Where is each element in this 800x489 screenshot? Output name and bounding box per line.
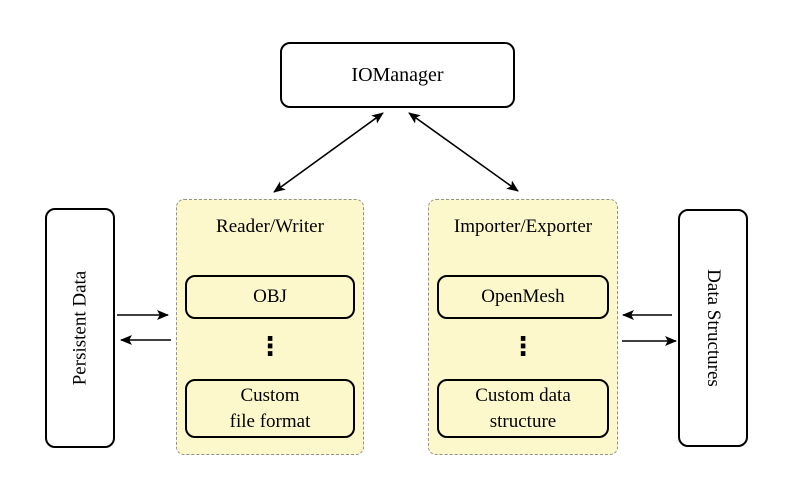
node-openmesh: OpenMesh xyxy=(437,275,609,319)
group-reader-writer: Reader/Writer OBJ ⋮ Custom file format xyxy=(176,199,364,455)
group-importer-exporter: Importer/Exporter OpenMesh ⋮ Custom data… xyxy=(428,199,618,455)
node-custom-file-format: Custom file format xyxy=(185,379,355,438)
node-iomanager: IOManager xyxy=(280,42,515,108)
node-custom-data-structure-line2: structure xyxy=(489,410,557,432)
node-obj: OBJ xyxy=(185,275,355,319)
arrow-iomanager-importerexporter xyxy=(408,112,519,192)
vertical-dots-icon: ⋮ xyxy=(257,332,283,362)
group-reader-writer-title: Reader/Writer xyxy=(216,216,324,237)
node-data-structures: Data Structures xyxy=(678,209,748,447)
node-custom-file-format-line2: file format xyxy=(229,410,311,432)
node-custom-data-structure-line1: Custom data xyxy=(475,384,571,406)
node-custom-file-format-line1: Custom xyxy=(240,384,300,406)
group-importer-exporter-title: Importer/Exporter xyxy=(453,216,593,237)
node-openmesh-label: OpenMesh xyxy=(481,286,565,307)
node-persistent-data-label: Persistent Data xyxy=(69,270,91,386)
node-custom-data-structure: Custom data structure xyxy=(437,379,609,438)
vertical-dots-icon: ⋮ xyxy=(510,332,536,362)
node-data-structures-label: Data Structures xyxy=(703,269,724,387)
node-iomanager-label: IOManager xyxy=(351,63,444,86)
arrow-iomanager-readerwriter xyxy=(273,112,384,193)
node-obj-label: OBJ xyxy=(253,286,287,307)
node-persistent-data: Persistent Data xyxy=(45,208,115,448)
